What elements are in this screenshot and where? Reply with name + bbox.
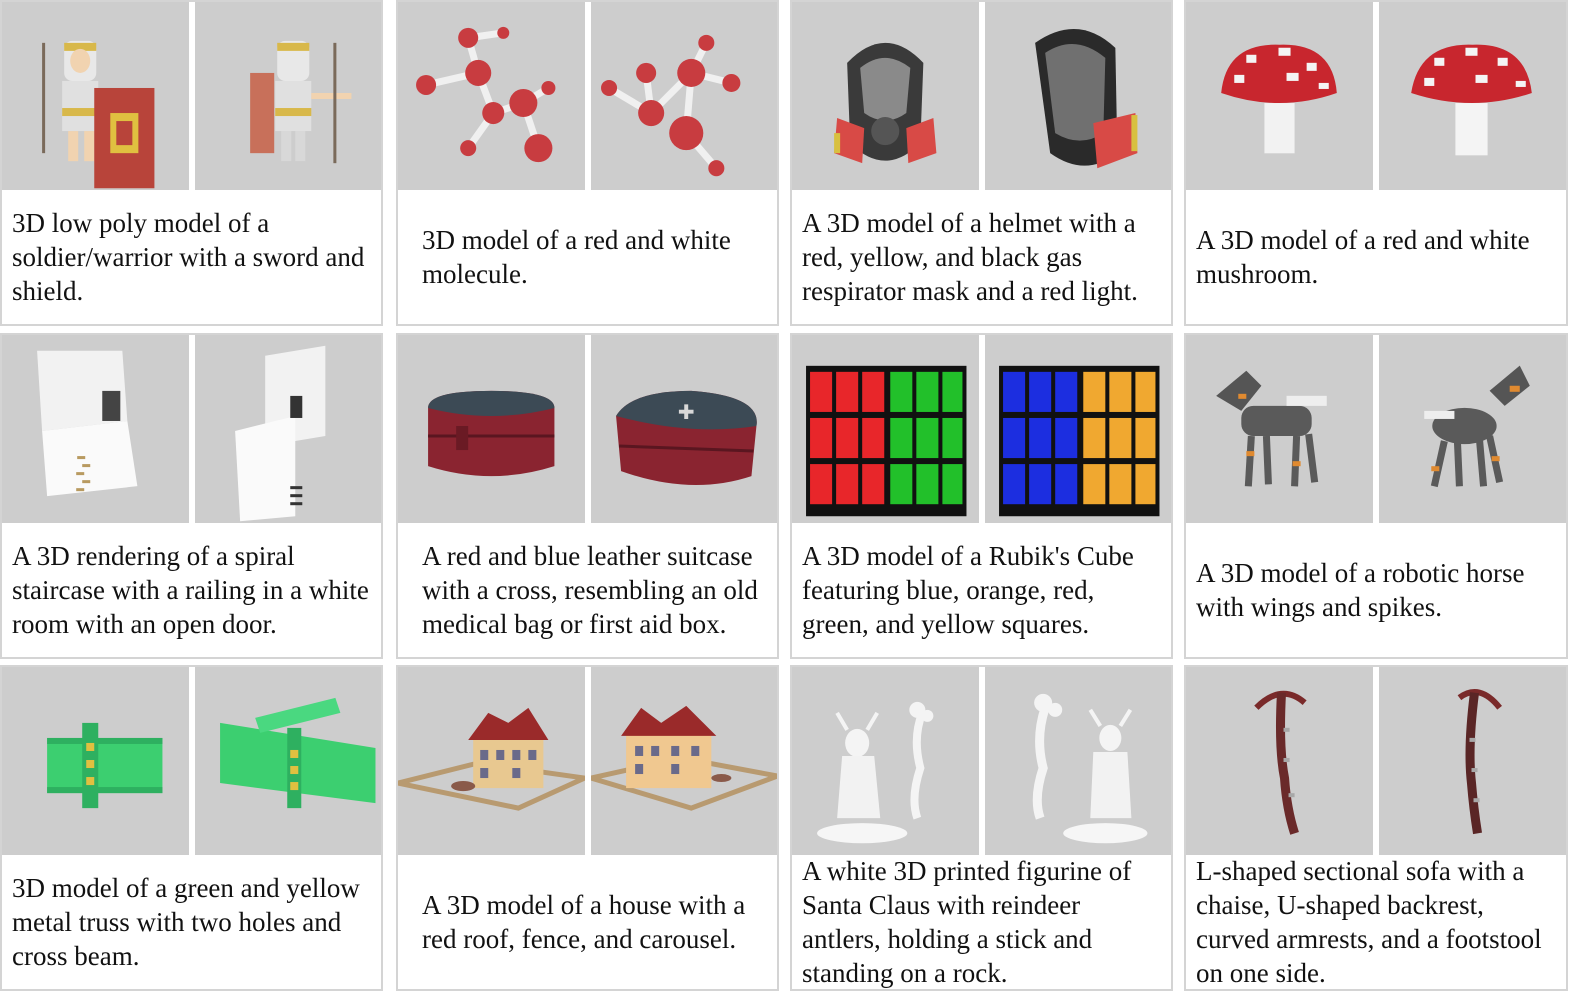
figurine-icon <box>817 701 934 844</box>
caption: A 3D model of a red and white mushroom. <box>1196 225 1530 289</box>
render-view-side: ✚ <box>590 335 777 523</box>
caption: 3D model of a green and yellow metal tru… <box>12 873 360 971</box>
render-view-side <box>984 2 1171 190</box>
house-icon <box>398 707 585 811</box>
gas-mask-icon <box>1034 28 1137 169</box>
mushroom-icon <box>1221 44 1337 154</box>
render-view-side <box>1379 335 1566 523</box>
render-pair <box>792 2 1171 190</box>
render-view-front <box>792 667 979 855</box>
rubiks-cube-icon <box>806 365 967 517</box>
render-view-side <box>590 667 777 855</box>
render-pair <box>1186 2 1566 190</box>
caption: A 3D rendering of a spiral staircase wit… <box>12 541 369 639</box>
render-pair <box>1186 667 1566 855</box>
molecule-icon <box>600 34 740 177</box>
metal-truss-icon <box>47 722 163 809</box>
render-view-front <box>1186 667 1373 855</box>
render-view-side <box>590 2 777 190</box>
soldier-icon <box>249 40 351 164</box>
render-pair <box>792 335 1171 523</box>
render-view-side <box>194 335 381 523</box>
caption: A 3D model of a helmet with a red, yello… <box>802 208 1138 306</box>
render-pair <box>2 2 381 190</box>
grid-cell-3: A 3D model of a helmet with a red, yello… <box>790 0 1173 326</box>
rubiks-cube-icon <box>998 365 1159 517</box>
render-view-front <box>2 667 189 855</box>
render-view-front <box>2 335 189 523</box>
render-pair: ✚ <box>398 335 777 523</box>
render-view-front <box>398 335 585 523</box>
figurine-icon <box>1032 693 1147 844</box>
robot-horse-icon <box>1216 370 1327 487</box>
house-icon <box>590 705 777 811</box>
render-view-front <box>1186 2 1373 190</box>
grid-cell-9: 3D model of a green and yellow metal tru… <box>0 665 383 991</box>
grid-cell-6: ✚ A red and blue leather suitcase with a… <box>396 333 779 659</box>
robot-horse-icon <box>1424 365 1530 488</box>
caption: A red and blue leather suitcase with a c… <box>422 541 758 639</box>
render-pair <box>398 2 777 190</box>
soldier-icon <box>42 40 155 189</box>
render-view-front <box>792 335 979 523</box>
gas-mask-icon <box>834 42 937 164</box>
ice-axe-icon <box>1457 689 1502 835</box>
caption: 3D low poly model of a soldier/warrior w… <box>12 208 365 306</box>
render-view-side <box>194 2 381 190</box>
caption: 3D model of a red and white molecule. <box>422 225 731 289</box>
render-view-front <box>398 667 585 855</box>
render-view-side <box>984 335 1171 523</box>
grid-cell-11: A white 3D printed figurine of Santa Cla… <box>790 665 1173 991</box>
grid-cell-2: 3D model of a red and white molecule. <box>396 0 779 326</box>
suitcase-icon <box>428 390 555 477</box>
render-view-side <box>1379 667 1566 855</box>
grid-cell-7: A 3D model of a Rubik's Cube featuring b… <box>790 333 1173 659</box>
render-view-front <box>1186 335 1373 523</box>
staircase-icon <box>37 350 138 497</box>
render-pair <box>792 667 1171 855</box>
render-view-side <box>1379 2 1566 190</box>
render-pair <box>2 335 381 523</box>
caption: A 3D model of a robotic horse with wings… <box>1196 558 1525 622</box>
render-view-side <box>194 667 381 855</box>
ice-axe-icon <box>1254 690 1307 835</box>
molecule-icon <box>416 26 556 163</box>
grid-cell-5: A 3D rendering of a spiral staircase wit… <box>0 333 383 659</box>
grid-cell-8: A 3D model of a robotic horse with wings… <box>1184 333 1568 659</box>
metal-truss-icon <box>219 697 375 809</box>
grid-cell-1: 3D low poly model of a soldier/warrior w… <box>0 0 383 326</box>
render-pair <box>1186 335 1566 523</box>
render-pair <box>2 667 381 855</box>
grid-cell-10: A 3D model of a house with a red roof, f… <box>396 665 779 991</box>
caption: A 3D model of a Rubik's Cube featuring b… <box>802 541 1134 639</box>
caption: L-shaped sectional sofa with a chaise, U… <box>1196 856 1542 988</box>
svg-text:✚: ✚ <box>677 400 694 424</box>
mushroom-icon <box>1411 44 1532 156</box>
staircase-icon <box>234 345 325 522</box>
render-view-side <box>984 667 1171 855</box>
caption: A white 3D printed figurine of Santa Cla… <box>802 856 1132 988</box>
suitcase-icon: ✚ <box>615 390 757 486</box>
render-pair <box>398 667 777 855</box>
render-view-front <box>2 2 189 190</box>
grid-cell-4: A 3D model of a red and white mushroom. <box>1184 0 1568 326</box>
caption: A 3D model of a house with a red roof, f… <box>422 890 746 954</box>
grid-cell-12: L-shaped sectional sofa with a chaise, U… <box>1184 665 1568 991</box>
render-view-front <box>398 2 585 190</box>
render-view-front <box>792 2 979 190</box>
